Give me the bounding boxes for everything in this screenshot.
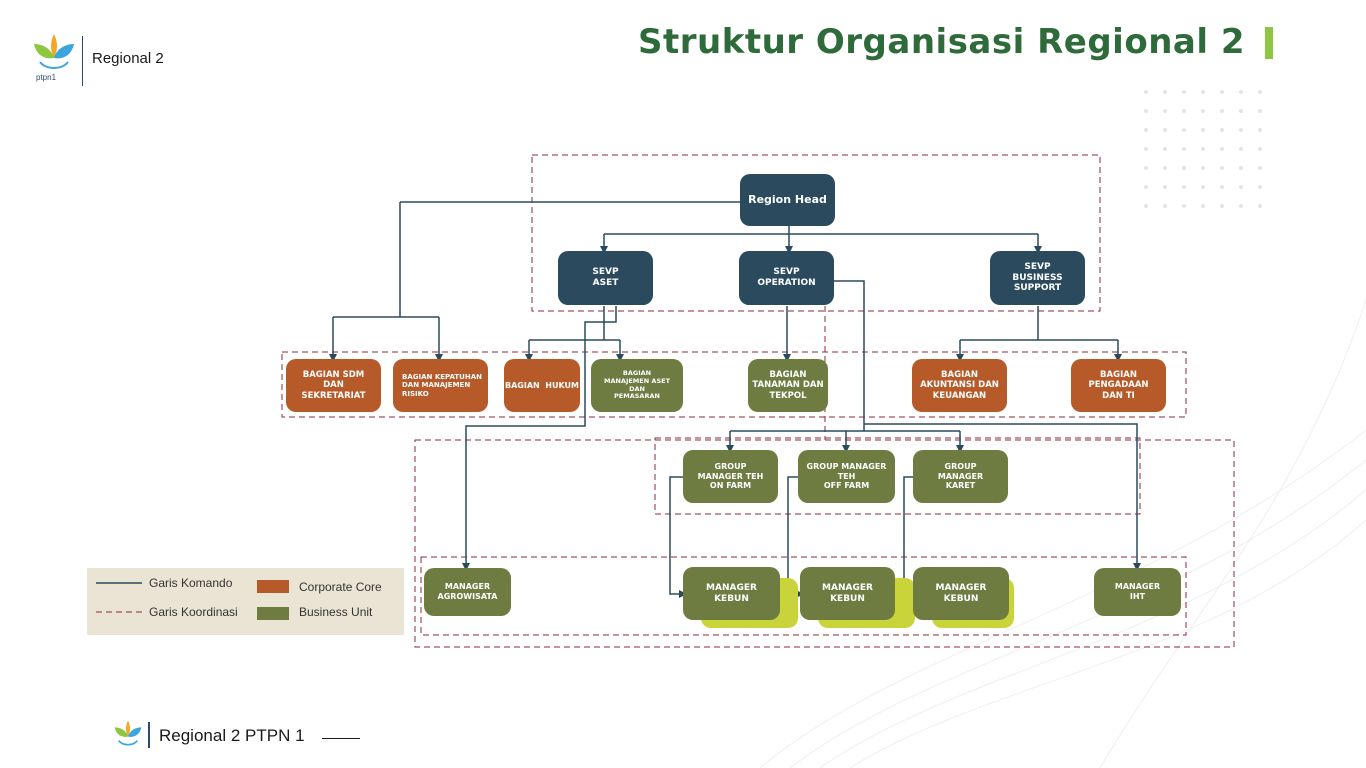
footer-logo-icon: [114, 720, 142, 746]
node-sevp-operation: SEVP OPERATION: [739, 251, 834, 305]
node-manager-kebun-1: MANAGER KEBUN: [683, 567, 780, 620]
legend-line-samples: [96, 582, 142, 613]
node-manager-kebun-3: MANAGER KEBUN: [913, 567, 1009, 620]
node-bagian-aset-pemasaran: BAGIAN MANAJEMEN ASET DAN PEMASARAN: [591, 359, 683, 412]
node-bagian-hukum: BAGIAN HUKUM: [504, 359, 580, 412]
node-gm-teh-on-farm: GROUP MANAGER TEH ON FARM: [683, 450, 778, 503]
ptpn1-logo-icon: [34, 34, 74, 69]
legend-koordinasi-label: Garis Koordinasi: [149, 605, 238, 619]
title-accent-bar: [1265, 27, 1273, 59]
legend-komando-label: Garis Komando: [149, 576, 233, 590]
node-bagian-akuntansi: BAGIAN AKUNTANSI DAN KEUANGAN: [912, 359, 1007, 412]
coordination-box-units: [414, 439, 1235, 648]
coordination-box-gm: [654, 437, 1141, 515]
node-bagian-pengadaan: BAGIAN PENGADAAN DAN TI: [1071, 359, 1166, 412]
legend-business-unit-label: Business Unit: [299, 605, 373, 619]
legend-business-unit-swatch: [257, 607, 289, 620]
page-title: Struktur Organisasi Regional 2: [638, 22, 1245, 62]
node-manager-kebun-2: MANAGER KEBUN: [800, 567, 895, 620]
region-label: Regional 2: [92, 50, 164, 67]
node-region-head: Region Head: [740, 174, 835, 226]
footer-rule: [322, 738, 360, 739]
node-manager-agrowisata: MANAGER AGROWISATA: [424, 568, 511, 616]
legend-corporate-core-label: Corporate Core: [299, 580, 382, 594]
legend: Garis Komando Garis Koordinasi Corporate…: [87, 568, 404, 635]
node-bagian-kepatuhan: BAGIAN KEPATUHAN DAN MANAJEMEN RISIKO: [393, 359, 488, 412]
node-sevp-business-support: SEVP BUSINESS SUPPORT: [990, 251, 1085, 305]
header-divider: [82, 36, 83, 86]
logo-text: ptpn1: [36, 73, 57, 82]
legend-corporate-core-swatch: [257, 580, 289, 593]
node-bagian-tanaman: BAGIAN TANAMAN DAN TEKPOL: [748, 359, 828, 412]
footer-divider: [148, 722, 150, 748]
node-sevp-aset: SEVP ASET: [558, 251, 653, 305]
node-gm-karet: GROUP MANAGER KARET: [913, 450, 1008, 503]
coordination-box-bagian: [281, 351, 1187, 418]
node-manager-iht: MANAGER IHT: [1094, 568, 1181, 616]
node-gm-teh-off-farm: GROUP MANAGER TEH OFF FARM: [798, 450, 895, 503]
footer-text: Regional 2 PTPN 1: [159, 726, 305, 745]
node-bagian-sdm: BAGIAN SDM DAN SEKRETARIAT: [286, 359, 381, 412]
coordination-box-managers: [420, 556, 1187, 636]
coordination-box-top: [531, 154, 1101, 312]
